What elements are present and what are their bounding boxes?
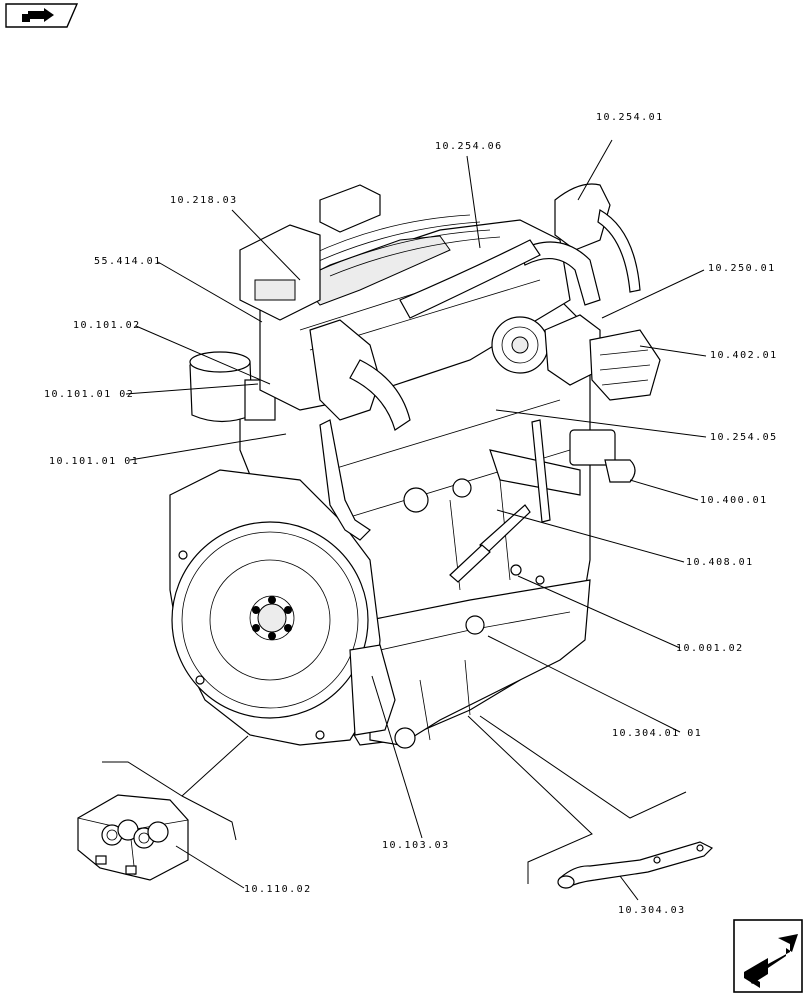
callout-10-101-01-02[interactable]: 10.101.01 02: [44, 389, 134, 400]
callout-10-101-01-01[interactable]: 10.101.01 01: [49, 456, 139, 467]
callout-10-400-01[interactable]: 10.400.01: [700, 495, 768, 506]
callout-10-218-03[interactable]: 10.218.03: [170, 195, 238, 206]
callout-10-254-06[interactable]: 10.254.06: [435, 141, 503, 152]
callout-10-304-03[interactable]: 10.304.03: [618, 905, 686, 916]
callout-10-254-01[interactable]: 10.254.01: [596, 112, 664, 123]
callout-10-408-01[interactable]: 10.408.01: [686, 557, 754, 568]
callout-10-402-01[interactable]: 10.402.01: [710, 350, 778, 361]
leader-lines: [102, 139, 707, 901]
callout-10-304-01-01[interactable]: 10.304.01 01: [612, 728, 702, 739]
engine-illustration: [169, 183, 661, 749]
callout-10-110-02[interactable]: 10.110.02: [244, 884, 312, 895]
dipstick-tube-illustration: [557, 841, 714, 889]
callout-10-254-05[interactable]: 10.254.05: [710, 432, 778, 443]
callout-labels: 10.254.01 10.254.06 10.218.03 55.414.01 …: [44, 112, 778, 916]
back-arrow-icon[interactable]: [5, 3, 79, 28]
callout-10-250-01[interactable]: 10.250.01: [708, 263, 776, 274]
next-page-icon[interactable]: [733, 919, 803, 993]
callout-10-001-02[interactable]: 10.001.02: [676, 643, 744, 654]
callout-55-414-01[interactable]: 55.414.01: [94, 256, 162, 267]
callout-10-101-02[interactable]: 10.101.02: [73, 320, 141, 331]
oil-pump-housing-illustration: [77, 794, 189, 881]
callout-10-103-03[interactable]: 10.103.03: [382, 840, 450, 851]
